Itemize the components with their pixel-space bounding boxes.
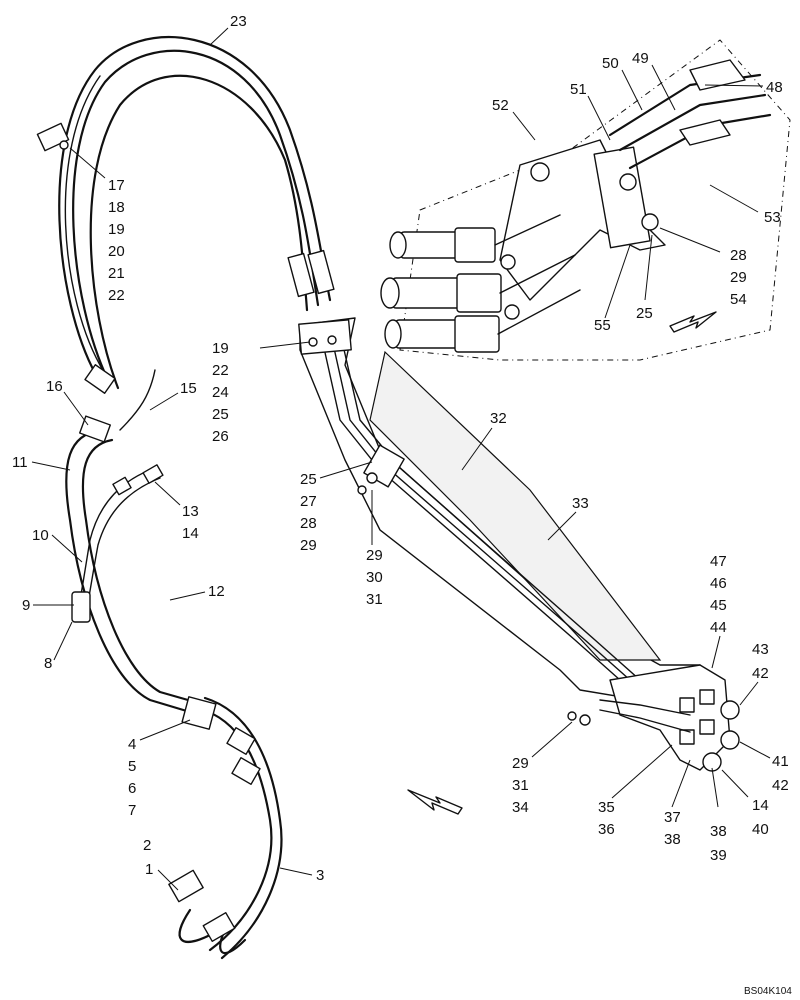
callout-38: 38 <box>664 831 681 848</box>
callout-12: 12 <box>208 583 225 600</box>
callout-6: 6 <box>128 780 136 797</box>
callout-23: 23 <box>230 13 247 30</box>
callout-34: 34 <box>512 799 529 816</box>
boom-bracket-mid <box>357 444 405 495</box>
inset-frame <box>399 39 791 361</box>
callout-49: 49 <box>632 50 649 67</box>
inset-bracket <box>499 139 666 301</box>
callout-21: 21 <box>108 265 125 282</box>
quick-coupler-group <box>380 214 581 353</box>
callout-38: 38 <box>710 823 727 840</box>
drawing-code: BS04K104 <box>744 986 792 997</box>
quick-coupler-3 <box>384 289 581 353</box>
callout-14: 14 <box>752 797 769 814</box>
callout-7: 7 <box>128 802 136 819</box>
callout-25: 25 <box>636 305 653 322</box>
inset-tubes <box>608 59 772 170</box>
callout-19: 19 <box>108 221 125 238</box>
callout-15: 15 <box>180 380 197 397</box>
callout-50: 50 <box>602 55 619 72</box>
callout-9: 9 <box>22 597 30 614</box>
coupler-manifold <box>567 664 740 772</box>
callout-27: 27 <box>300 493 317 510</box>
callout-36: 36 <box>598 821 615 838</box>
callout-43: 43 <box>752 641 769 658</box>
callout-44: 44 <box>710 619 727 636</box>
left-fittings <box>71 415 261 942</box>
callout-53: 53 <box>764 209 781 226</box>
callout-33: 33 <box>572 495 589 512</box>
callout-25: 25 <box>212 406 229 423</box>
callout-31: 31 <box>512 777 529 794</box>
callout-45: 45 <box>710 597 727 614</box>
callout-14: 14 <box>182 525 199 542</box>
callout-17: 17 <box>108 177 125 194</box>
callout-22: 22 <box>212 362 229 379</box>
callout-8: 8 <box>44 655 52 672</box>
callout-29: 29 <box>300 537 317 554</box>
quick-coupler-2 <box>380 254 576 313</box>
callout-29: 29 <box>730 269 747 286</box>
callout-19: 19 <box>212 340 229 357</box>
callout-16: 16 <box>46 378 63 395</box>
callout-47: 47 <box>710 553 727 570</box>
callout-13: 13 <box>182 503 199 520</box>
callout-4: 4 <box>128 736 136 753</box>
callout-2: 2 <box>143 837 151 854</box>
callout-48: 48 <box>766 79 783 96</box>
callout-31: 31 <box>366 591 383 608</box>
boom-bracket-upper <box>298 319 352 355</box>
callout-32: 32 <box>490 410 507 427</box>
callout-35: 35 <box>598 799 615 816</box>
callout-29: 29 <box>366 547 383 564</box>
direction-arrow-inset <box>669 311 717 333</box>
callout-10: 10 <box>32 527 49 544</box>
callout-40: 40 <box>752 821 769 838</box>
callout-28: 28 <box>730 247 747 264</box>
callout-20: 20 <box>108 243 125 260</box>
callout-3: 3 <box>316 867 324 884</box>
callout-42: 42 <box>752 665 769 682</box>
left-hose-assembly <box>65 369 283 960</box>
callout-37: 37 <box>664 809 681 826</box>
callout-29: 29 <box>512 755 529 772</box>
quick-coupler-1 <box>389 214 561 263</box>
callout-54: 54 <box>730 291 747 308</box>
callout-30: 30 <box>366 569 383 586</box>
callout-1: 1 <box>145 861 153 878</box>
callout-39: 39 <box>710 847 727 864</box>
callout-18: 18 <box>108 199 125 216</box>
callout-24: 24 <box>212 384 229 401</box>
callout-22: 22 <box>108 287 125 304</box>
upper-hose-loop <box>58 35 332 390</box>
direction-arrow-lower <box>407 789 463 815</box>
callout-55: 55 <box>594 317 611 334</box>
callout-46: 46 <box>710 575 727 592</box>
callout-28: 28 <box>300 515 317 532</box>
callout-42: 42 <box>772 777 789 794</box>
callout-41: 41 <box>772 753 789 770</box>
hose-clamp-top <box>36 122 70 152</box>
leader-lines <box>31 27 771 891</box>
callout-26: 26 <box>212 428 229 445</box>
callout-25: 25 <box>300 471 317 488</box>
callout-11: 11 <box>12 454 28 471</box>
callout-labels: 23 17 18 19 20 21 22 19 22 24 25 26 16 1… <box>12 13 789 884</box>
callout-51: 51 <box>570 81 587 98</box>
callout-5: 5 <box>128 758 136 775</box>
hose-fittings-upper <box>84 249 335 394</box>
callout-52: 52 <box>492 97 509 114</box>
boom-arm <box>299 317 701 701</box>
